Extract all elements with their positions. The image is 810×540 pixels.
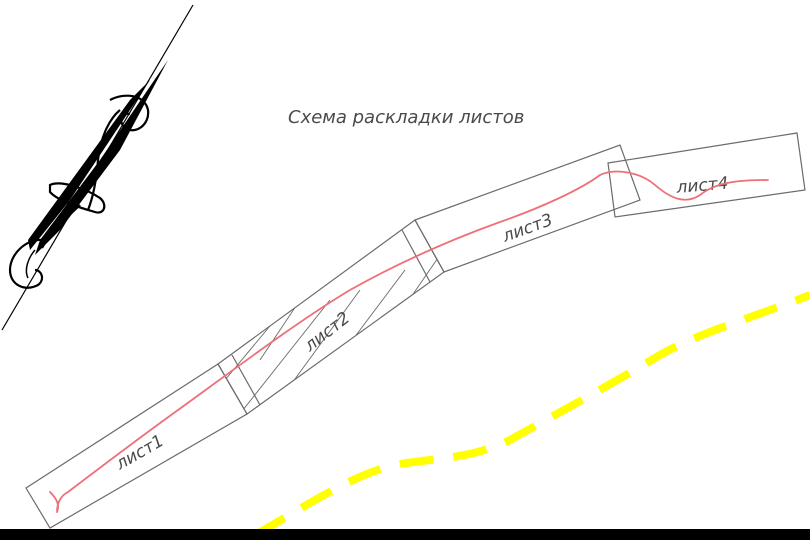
sheet-3: лист3 [414,144,641,273]
dashed-boundary-line [253,291,810,539]
ornament-drawing [1,4,194,331]
route-line [56,170,769,511]
bottom-bar [0,529,810,540]
route-start-hook [49,491,59,513]
sheet-2-label: лист2 [300,308,354,356]
diagram-title: Схема раскладки листов [288,107,524,128]
sheet-2: лист2 [217,219,445,415]
sheet-4: лист4 [607,132,806,218]
